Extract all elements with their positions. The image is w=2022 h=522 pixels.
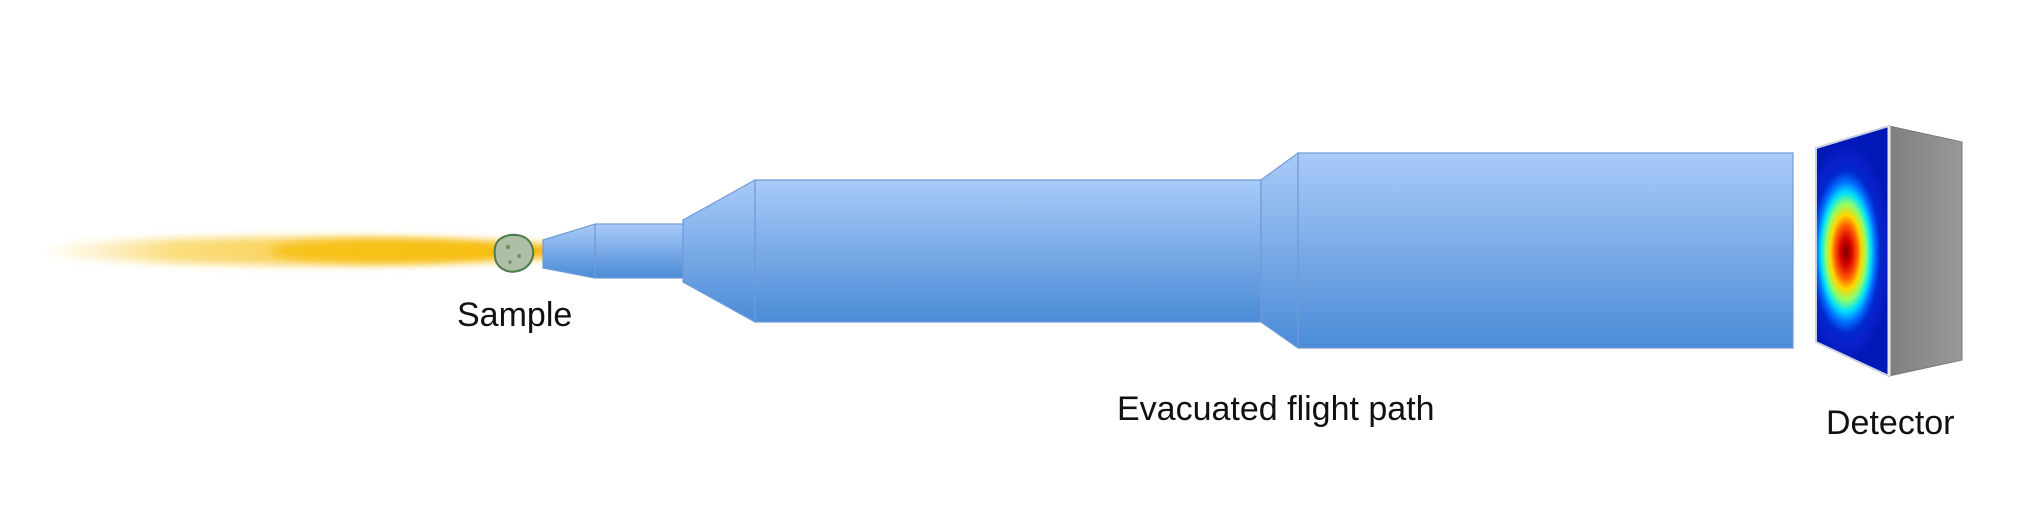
sample-label: Sample	[457, 296, 573, 334]
area-detector-icon	[1815, 124, 1963, 378]
detector-label: Detector	[1826, 404, 1955, 442]
x-ray-beam-icon	[40, 237, 580, 265]
sample-particle-icon	[493, 233, 535, 273]
flight-tube-icon	[542, 151, 1794, 350]
flight-path-label: Evacuated flight path	[1117, 390, 1435, 428]
